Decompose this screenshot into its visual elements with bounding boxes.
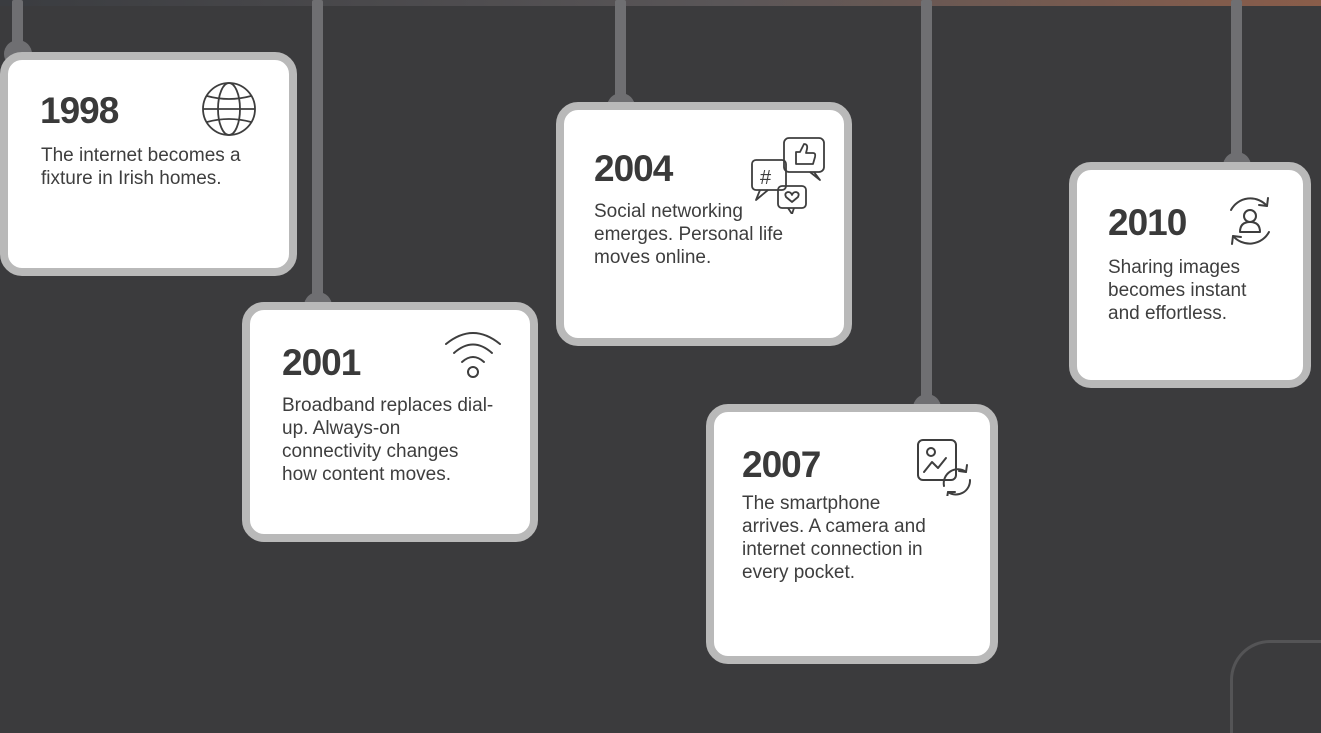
- top-gradient-bar: [0, 0, 1321, 6]
- wifi-icon: [442, 326, 504, 382]
- milestone-year: 2010: [1108, 202, 1187, 243]
- milestone-card-1998: 1998 The internet becomes a fixture in I…: [0, 52, 297, 276]
- milestone-card-2004: 2004 # Social networking emerges. Person…: [556, 102, 852, 346]
- connector-line-2010: [1231, 0, 1242, 158]
- connector-line-1998: [12, 0, 23, 48]
- milestone-year: 2007: [742, 444, 821, 485]
- milestone-year: 2001: [282, 342, 361, 383]
- user-sync-icon: [1221, 192, 1279, 250]
- connector-line-2007: [921, 0, 932, 400]
- milestone-description: The internet becomes a fixture in Irish …: [41, 145, 241, 189]
- globe-icon: [200, 80, 258, 138]
- milestone-card-2001: 2001 Broadband replaces dial-up. Always-…: [242, 302, 538, 542]
- photo-sync-icon: [914, 436, 974, 496]
- milestone-card-2010: 2010 Sharing images becomes instant and …: [1069, 162, 1311, 388]
- milestone-year: 2004: [594, 148, 673, 189]
- svg-text:#: #: [760, 167, 772, 189]
- milestone-description: Broadband replaces dial-up. Always-on co…: [282, 395, 494, 485]
- decorative-outline-shape: [1230, 640, 1321, 733]
- connector-line-2001: [312, 0, 323, 298]
- milestone-description: Sharing images becomes instant and effor…: [1108, 257, 1247, 324]
- milestone-year: 1998: [40, 90, 119, 131]
- connector-line-2004: [615, 0, 626, 100]
- milestone-description: Social networking emerges. Personal life…: [594, 201, 784, 268]
- social-media-icon: #: [748, 130, 830, 214]
- milestone-description: The smartphone arrives. A camera and int…: [742, 493, 926, 583]
- milestone-card-2007: 2007 The smartphone arrives. A camera an…: [706, 404, 998, 664]
